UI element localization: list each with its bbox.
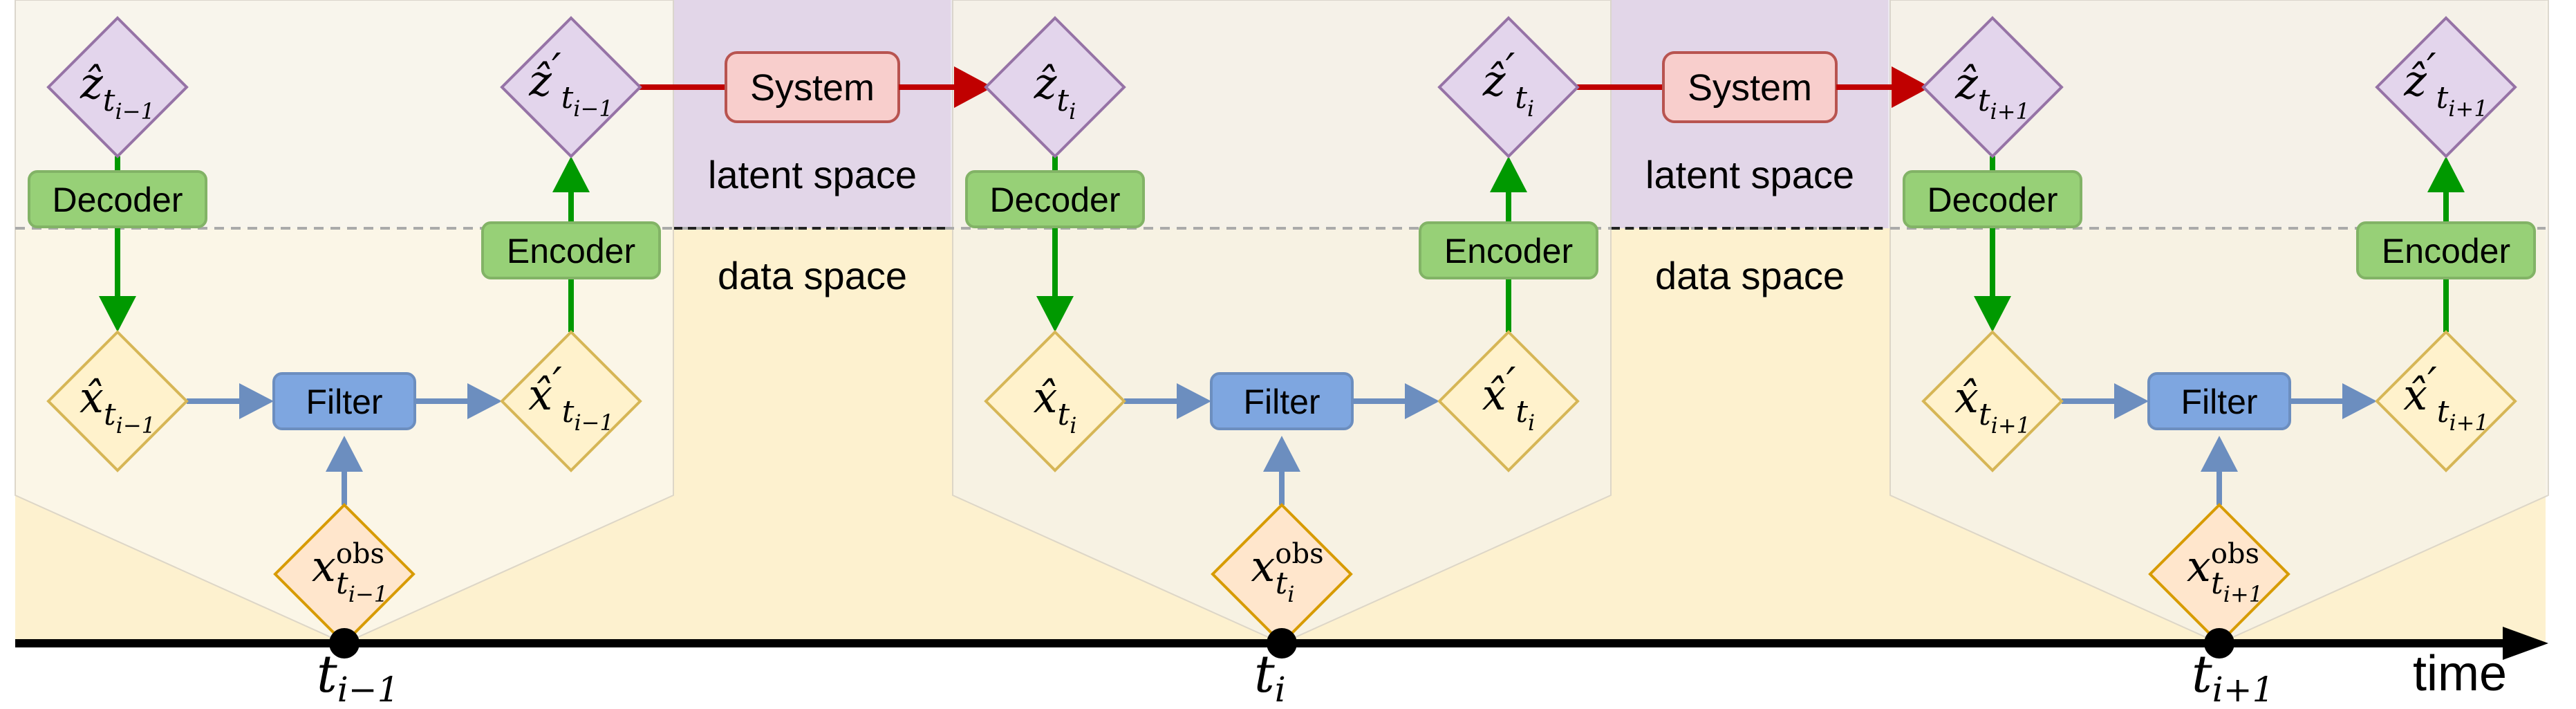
filter-box — [1210, 372, 1354, 430]
time-axis: time — [15, 627, 2548, 701]
filter-box-label: Filter — [1243, 383, 1320, 421]
x-hat-prime-node — [1437, 330, 1580, 472]
step-panel — [952, 0, 1612, 645]
z-hat-label: ẑti+1 — [1954, 58, 2030, 125]
from-filter-arrow-head — [1405, 383, 1439, 419]
time-tick — [2204, 628, 2234, 659]
z-hat-prime-node — [1437, 16, 1580, 158]
time-tick — [1267, 628, 1297, 659]
decoder-box-label: Decoder — [1928, 181, 2058, 219]
system-connector-2: System — [1575, 51, 1930, 123]
encode-arrow-head — [2427, 156, 2465, 192]
x-hat-prime-label: x̂′ti — [1482, 359, 1536, 436]
data-space-label: data space — [1655, 254, 1845, 297]
encoder-box-label: Encoder — [2382, 232, 2510, 270]
x-hat-node — [1921, 330, 2064, 472]
x-hat-prime-node — [500, 330, 642, 472]
decoder-box-label: Decoder — [990, 181, 1121, 219]
encoder-box-label: Encoder — [1444, 232, 1573, 270]
encoder-box-label: Encoder — [507, 232, 635, 270]
space-labels: latent space data space latent space dat… — [708, 153, 1854, 297]
filter-box — [2147, 372, 2291, 430]
system-arrowhead — [954, 66, 993, 108]
decode-arrow-head — [99, 296, 136, 332]
encoder-box — [1419, 221, 1598, 279]
decoder-box — [1903, 170, 2082, 228]
filter-box — [272, 372, 416, 430]
decoder-box — [28, 170, 207, 228]
z-hat-node — [1921, 16, 2064, 158]
step-panel — [1889, 0, 2549, 645]
time-tick — [329, 628, 360, 659]
encoder-box — [2356, 221, 2536, 279]
system-connectors: System System — [637, 51, 1930, 123]
time-axis-arrowhead — [2503, 627, 2548, 660]
time-tick-label: ti−1 — [317, 645, 399, 709]
decode-arrow-head — [1974, 296, 2011, 332]
x-hat-node — [984, 330, 1126, 472]
step-panels — [15, 0, 2549, 645]
encode-arrow-head — [1490, 156, 1527, 192]
decode-arrow-head — [1036, 296, 1074, 332]
x-hat-prime-label: x̂′ti−1 — [528, 359, 614, 436]
latent-space-label: latent space — [1645, 153, 1854, 196]
encode-arrow-head — [552, 156, 590, 192]
system-label: System — [1688, 67, 1812, 109]
from-filter-arrow-head — [2342, 383, 2377, 419]
decoder-box-label: Decoder — [53, 181, 183, 219]
system-connector-1: System — [637, 51, 993, 123]
filter-box-label: Filter — [2181, 383, 2257, 421]
decoder-box — [965, 170, 1145, 228]
to-filter-arrow-head — [239, 383, 274, 419]
time-tick-label: ti — [1254, 645, 1286, 709]
z-hat-node — [46, 16, 189, 158]
x-hat-node — [46, 330, 189, 472]
to-filter-arrow-head — [1177, 383, 1211, 419]
x-hat-label: x̂ti−1 — [80, 372, 156, 439]
z-hat-prime-label: ẑ′ti−1 — [528, 45, 613, 122]
x-hat-label: x̂ti+1 — [1954, 372, 2031, 439]
x-hat-prime-label: x̂′ti+1 — [2403, 359, 2489, 436]
to-filter-arrow-head — [2114, 383, 2149, 419]
from-filter-arrow-head — [467, 383, 502, 419]
system-label: System — [750, 67, 875, 109]
z-hat-label: ẑti — [1034, 58, 1076, 125]
encoder-box — [481, 221, 661, 279]
obs-to-filter-arrow-head — [1263, 436, 1300, 472]
z-hat-prime-label: ẑ′ti — [1482, 45, 1534, 122]
z-hat-prime-label: ẑ′ti+1 — [2403, 45, 2488, 122]
x-hat-label: x̂ti — [1034, 372, 1077, 439]
filter-box-label: Filter — [306, 383, 382, 421]
z-hat-prime-node — [500, 16, 642, 158]
obs-to-filter-arrow-head — [326, 436, 363, 472]
time-axis-label: time — [2413, 646, 2507, 701]
obs-to-filter-arrow-head — [2201, 436, 2238, 472]
step-panel — [15, 0, 674, 645]
data-space-label: data space — [718, 254, 907, 297]
z-hat-prime-node — [2375, 16, 2517, 158]
latent-space-label: latent space — [708, 153, 917, 196]
x-hat-prime-node — [2375, 330, 2517, 472]
z-hat-node — [984, 16, 1126, 158]
system-arrowhead — [1892, 66, 1930, 108]
z-hat-label: ẑti−1 — [80, 58, 155, 125]
time-tick-label: ti+1 — [2192, 645, 2274, 709]
